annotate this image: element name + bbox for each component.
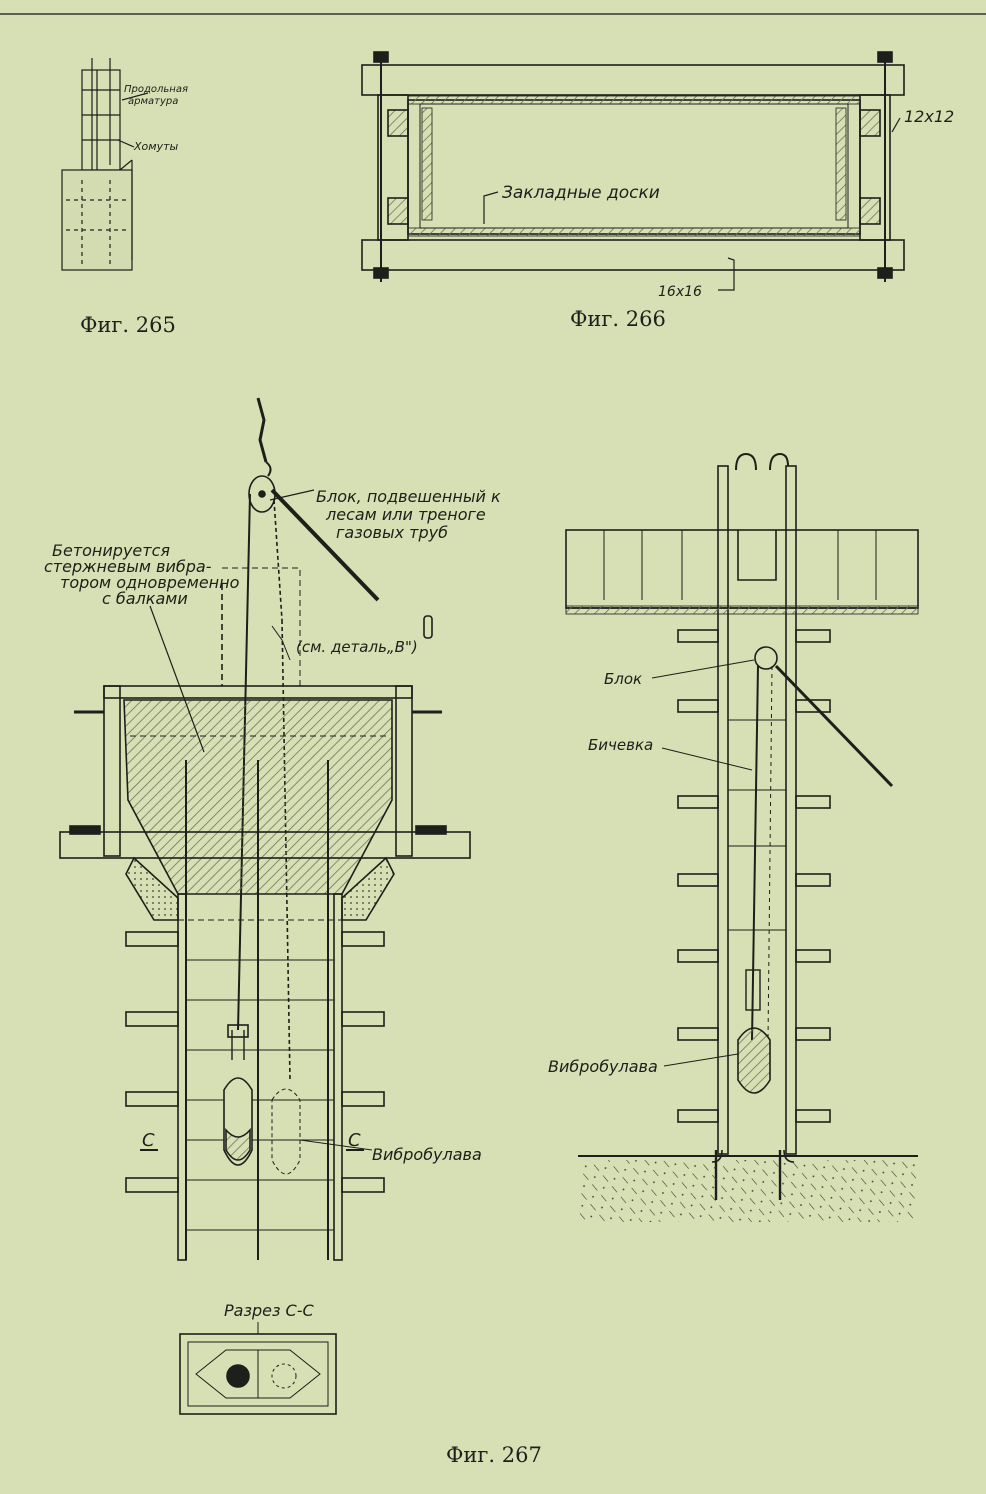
fig267-left-label-concrete-line4: с балками bbox=[102, 589, 188, 608]
fig267-left-label-concrete-line1: Бетонируется bbox=[52, 541, 170, 560]
fig267-left-label-section-right: С bbox=[348, 1130, 361, 1151]
fig267-left-column-form bbox=[59, 397, 471, 1261]
fig266-label-section-large: 16х16 bbox=[658, 284, 702, 300]
fig265-label-longitudinal-line2: арматура bbox=[128, 96, 178, 107]
fig266-label-embedded-boards: Закладные доски bbox=[502, 183, 660, 203]
fig267-left-label-concrete-line3: тором одновременно bbox=[60, 573, 240, 592]
fig267-right-column-form bbox=[565, 452, 919, 1222]
fig265-caption: Фиг. 265 bbox=[80, 313, 176, 337]
fig267-left-label-detail: (см. деталь„В") bbox=[296, 638, 418, 656]
fig267-left-label-section-left: С bbox=[142, 1130, 155, 1151]
fig267-left-label-vibrator: Вибробулава bbox=[372, 1145, 482, 1164]
fig267-left-label-block-line2: лесам или треноге bbox=[325, 505, 486, 524]
fig267-right-label-vibrator: Вибробулава bbox=[548, 1057, 658, 1076]
fig266-caption: Фиг. 266 bbox=[570, 307, 666, 331]
fig266-column-form-plan bbox=[361, 51, 905, 291]
fig265-label-longitudinal-line1: Продольная bbox=[124, 84, 188, 95]
fig265-label-stirrups: Хомуты bbox=[133, 140, 178, 153]
fig267-right-label-block: Блок bbox=[604, 670, 642, 688]
fig267-right-label-rope: Бичевка bbox=[588, 736, 653, 754]
fig267-section-title: Разрез С-С bbox=[224, 1301, 315, 1320]
fig267-section-cc-drawing bbox=[179, 1322, 337, 1415]
fig265-reinforcement-cage bbox=[61, 58, 149, 271]
fig267-left-label-block-line3: газовых труб bbox=[336, 523, 448, 542]
fig266-label-section-small: 12х12 bbox=[904, 107, 954, 126]
fig267-left-label-concrete-line2: стержневым вибра- bbox=[44, 557, 212, 576]
fig267-left-label-block-line1: Блок, подвешенный к bbox=[316, 487, 501, 506]
fig267-caption: Фиг. 267 bbox=[446, 1443, 542, 1467]
